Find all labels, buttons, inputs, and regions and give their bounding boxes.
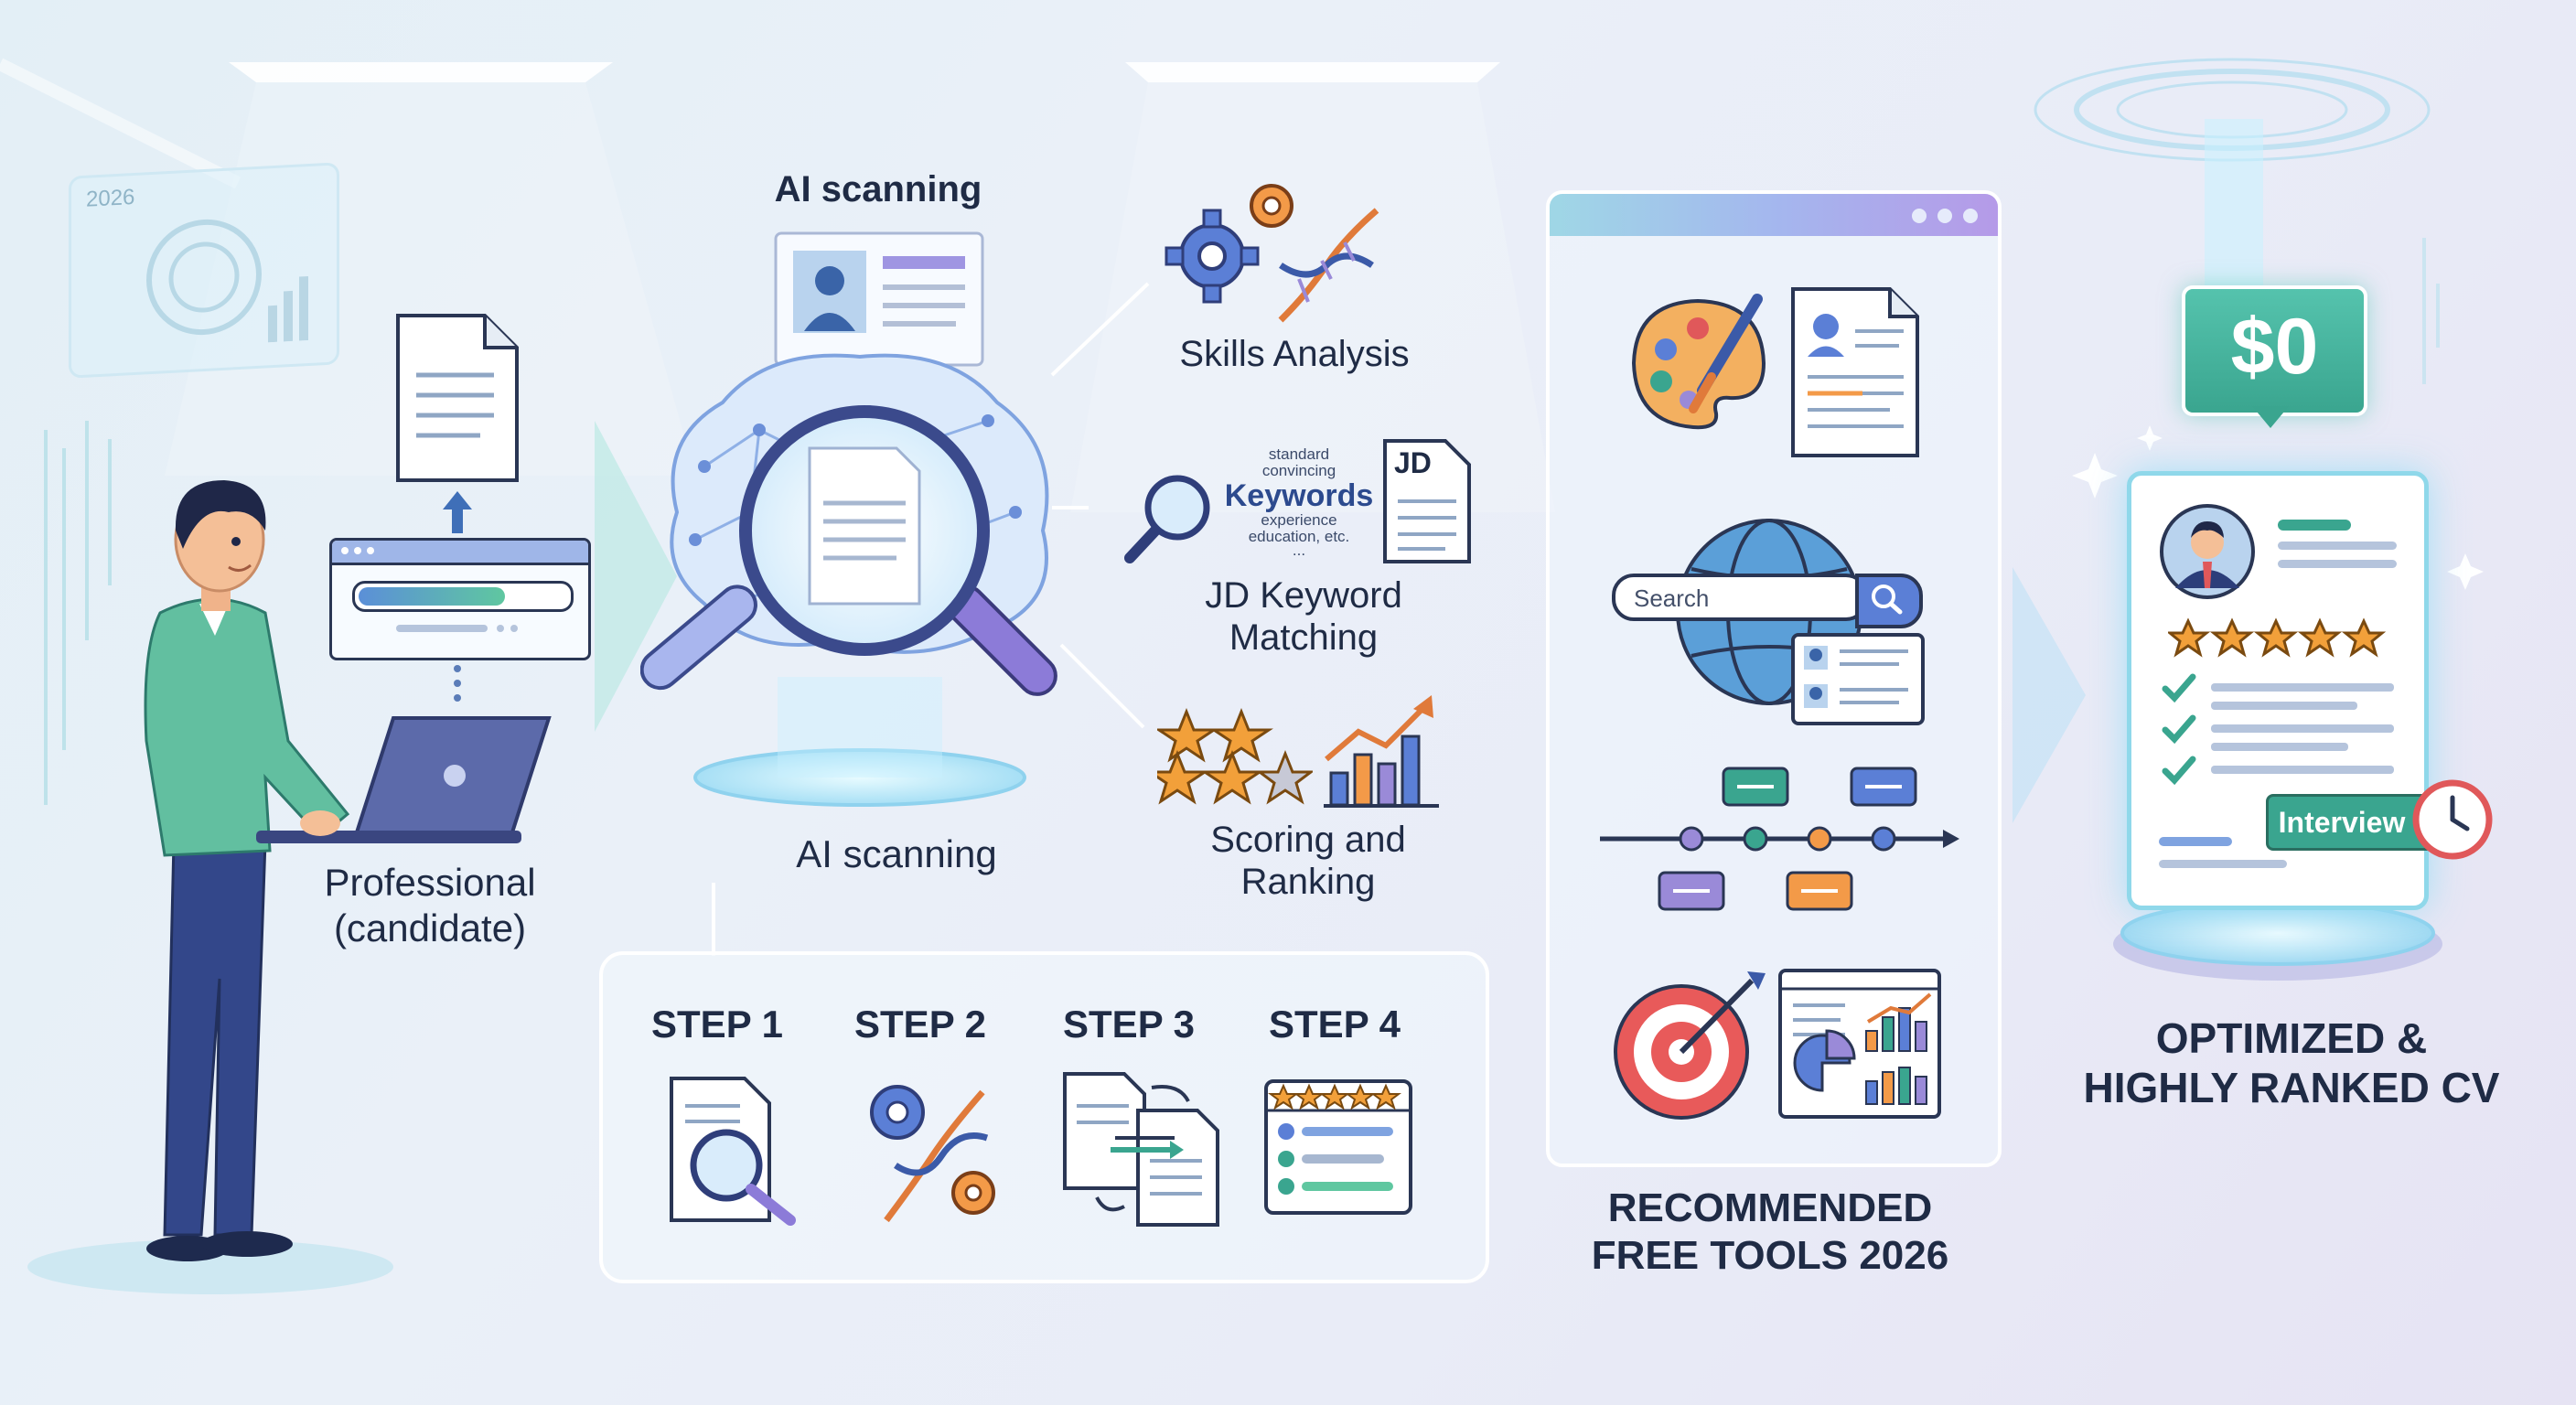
profile-card-icon xyxy=(774,231,984,367)
price-tag-pointer xyxy=(2252,406,2289,428)
analytics-dashboard-icon xyxy=(1778,969,1941,1119)
search-input[interactable]: Search xyxy=(1612,574,1868,621)
keyword-cloud: standard convincing Keywords experience … xyxy=(1217,445,1381,559)
keyword-big: Keywords xyxy=(1224,478,1374,513)
upload-progress-bar xyxy=(352,581,574,612)
jd-tag: JD xyxy=(1394,446,1432,479)
ai-brain-magnifier xyxy=(640,353,1057,807)
holo-radar-icon xyxy=(146,219,262,336)
keyword-education: education, etc. xyxy=(1248,528,1350,545)
sparkle-decor xyxy=(2072,425,2484,590)
document-compare-icon xyxy=(1063,1072,1219,1227)
flow-arrow-1 xyxy=(595,421,677,732)
clock-icon xyxy=(2412,779,2493,860)
search-button[interactable] xyxy=(1855,574,1923,628)
price-value: $0 xyxy=(2230,303,2319,391)
step-3-label: STEP 3 xyxy=(1063,1003,1195,1046)
holo-bars-icon xyxy=(268,276,308,343)
holographic-panel: 2026 xyxy=(69,162,339,379)
search-placeholder: Search xyxy=(1634,585,1710,612)
candidate-person xyxy=(144,480,552,1261)
rated-checklist-icon xyxy=(1264,1079,1412,1215)
keyword-matching-label: JD Keyword Matching xyxy=(1205,575,1402,658)
result-caption: OPTIMIZED & HIGHLY RANKED CV xyxy=(2083,1014,2500,1111)
steps-panel: STEP 1 STEP 2 STEP 3 STEP 4 xyxy=(599,951,1489,1283)
price-tag: $0 xyxy=(2182,285,2367,416)
step-2-label: STEP 2 xyxy=(854,1003,986,1046)
keyword-standard: standard xyxy=(1268,445,1330,463)
resume-template-icon xyxy=(1791,287,1919,457)
gears-dna-step-icon xyxy=(870,1085,995,1223)
flow-arrow-2 xyxy=(2012,567,2086,823)
upload-window xyxy=(329,538,591,660)
keyword-experience: experience xyxy=(1261,511,1337,529)
candidate-label: Professional (candidate) xyxy=(324,861,536,949)
tools-window: Search xyxy=(1546,190,2002,1167)
timeline-icon xyxy=(1600,767,1959,911)
document-search-icon xyxy=(670,1077,796,1226)
keyword-ellipsis: ... xyxy=(1292,542,1306,559)
cv-avatar xyxy=(2160,504,2255,599)
holo-year: 2026 xyxy=(86,184,135,212)
ai-scanning-caption: AI scanning xyxy=(796,832,997,875)
interview-badge: Interview xyxy=(2266,794,2438,851)
profile-cards-icon xyxy=(1791,633,1925,725)
upload-arrow-icon xyxy=(443,491,472,533)
jd-document-icon: JD xyxy=(1381,437,1473,565)
interview-badge-label: Interview xyxy=(2278,806,2406,839)
scoring-ranking-label: Scoring and Ranking xyxy=(1210,820,1406,902)
target-icon xyxy=(1614,971,1766,1120)
growth-chart-icon xyxy=(1324,695,1439,808)
analysis-connectors xyxy=(1050,282,1150,729)
tools-window-titlebar xyxy=(1550,194,1998,236)
steps-connector xyxy=(712,883,715,956)
gears-dna-icon xyxy=(1165,184,1379,323)
step-4-label: STEP 4 xyxy=(1269,1003,1401,1046)
ai-scanning-title: AI scanning xyxy=(774,169,982,209)
cv-checklist xyxy=(2162,673,2394,786)
tools-caption: RECOMMENDED FREE TOOLS 2026 xyxy=(1591,1185,1949,1278)
stars-rating-icon xyxy=(1157,707,1313,805)
cv-rating-stars xyxy=(2168,617,2387,658)
resume-document-icon xyxy=(396,314,519,482)
keyword-convincing: convincing xyxy=(1261,462,1336,479)
step-1-label: STEP 1 xyxy=(651,1003,783,1046)
skills-analysis-label: Skills Analysis xyxy=(1179,334,1410,374)
search-icon xyxy=(1872,585,1903,615)
palette-icon xyxy=(1631,294,1766,430)
magnifier-icon xyxy=(1124,475,1210,563)
dotted-connector xyxy=(454,665,461,702)
result-pedestal xyxy=(2113,900,2442,981)
